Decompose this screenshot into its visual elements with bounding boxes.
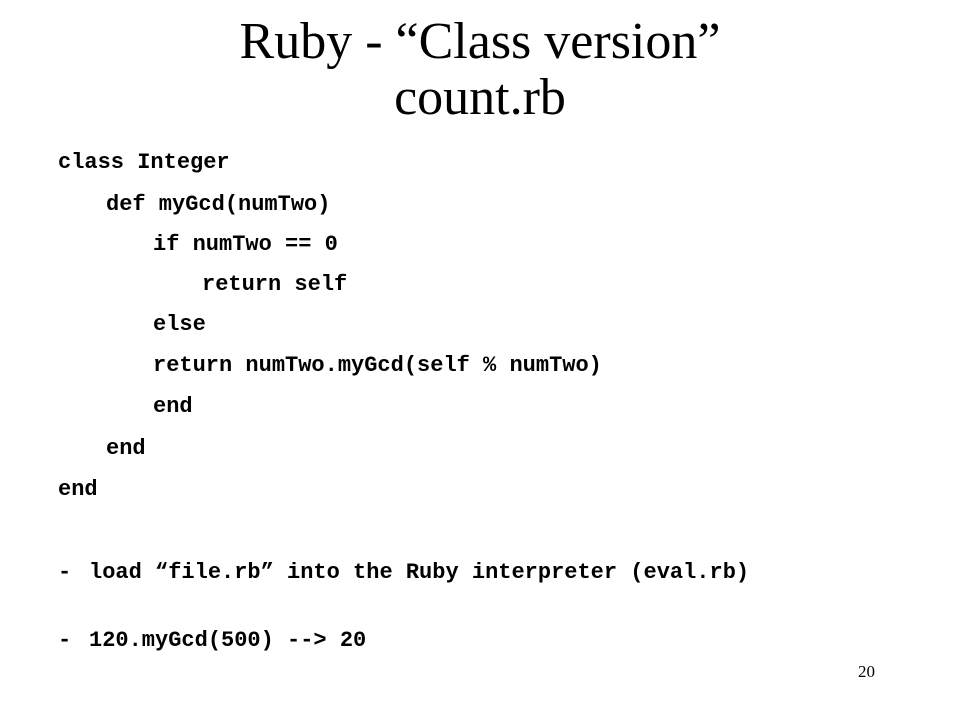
bullet-text: load “file.rb” into the Ruby interpreter… (89, 560, 750, 585)
bullet-item: - 120.myGcd(500) --> 20 (58, 627, 778, 655)
slide-title-line-2: count.rb (394, 69, 566, 126)
slide-number: 20 (858, 662, 875, 681)
code-line: else (153, 312, 206, 337)
code-line: return self (202, 272, 348, 297)
code-line: end (106, 436, 146, 461)
code-line: end (58, 477, 98, 502)
slide-title-line-1: Ruby - “Class version” (239, 13, 721, 70)
code-line: if numTwo == 0 (153, 232, 338, 257)
bullet-text: 120.myGcd(500) --> 20 (89, 628, 367, 653)
slide-title: Ruby - “Class version” count.rb (0, 14, 960, 126)
bullet-dash: - (58, 628, 72, 653)
code-line: class Integer (58, 150, 230, 175)
bullet-dash: - (58, 560, 72, 585)
code-line: end (153, 394, 193, 419)
bullet-item: - load “file.rb” into the Ruby interpret… (58, 559, 778, 587)
code-line: return numTwo.myGcd(self % numTwo) (153, 353, 602, 378)
code-line: def myGcd(numTwo) (106, 192, 331, 217)
